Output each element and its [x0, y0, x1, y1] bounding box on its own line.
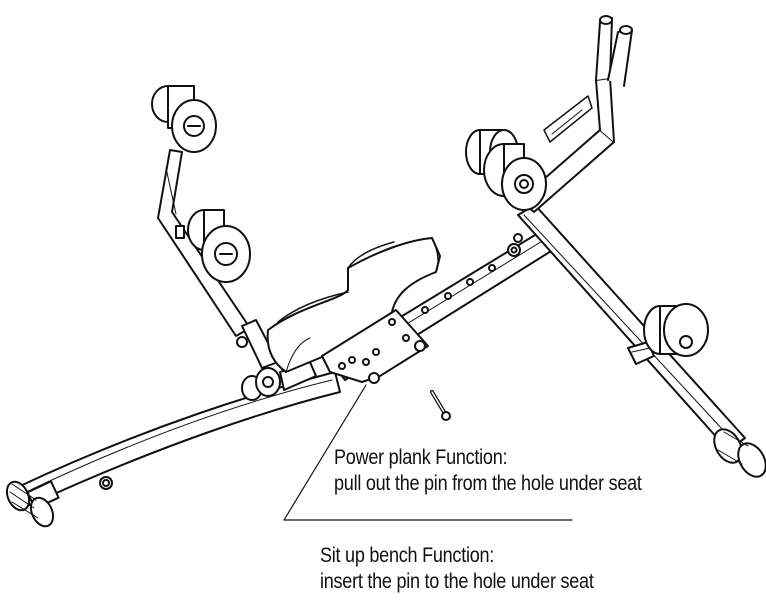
sit-up-bench-instruction: insert the pin to the hole under seat — [320, 570, 594, 593]
callout-leader — [283, 384, 573, 521]
right-upper-rollers — [465, 129, 547, 211]
seat-pin — [430, 390, 451, 421]
left-top-roller — [151, 85, 217, 153]
left-foot-roller — [5, 480, 60, 528]
power-plank-instruction: pull out the pin from the hole under sea… — [334, 472, 642, 495]
right-frame-leg — [517, 204, 766, 478]
power-plank-note: Power plank Function: pull out the pin f… — [334, 445, 642, 497]
pivot-roller — [241, 361, 317, 401]
left-middle-roller — [187, 209, 251, 283]
seat-bracket — [321, 309, 429, 384]
rail-bolts — [507, 233, 523, 257]
sit-up-bench-note: Sit up bench Function: insert the pin to… — [320, 543, 594, 595]
right-lower-roller — [643, 303, 709, 357]
base-rail — [17, 371, 341, 506]
left-frame-post — [157, 149, 279, 369]
sit-up-bench-title: Sit up bench Function: — [320, 544, 495, 567]
seat — [266, 237, 441, 373]
power-plank-title: Power plank Function: — [334, 446, 508, 469]
